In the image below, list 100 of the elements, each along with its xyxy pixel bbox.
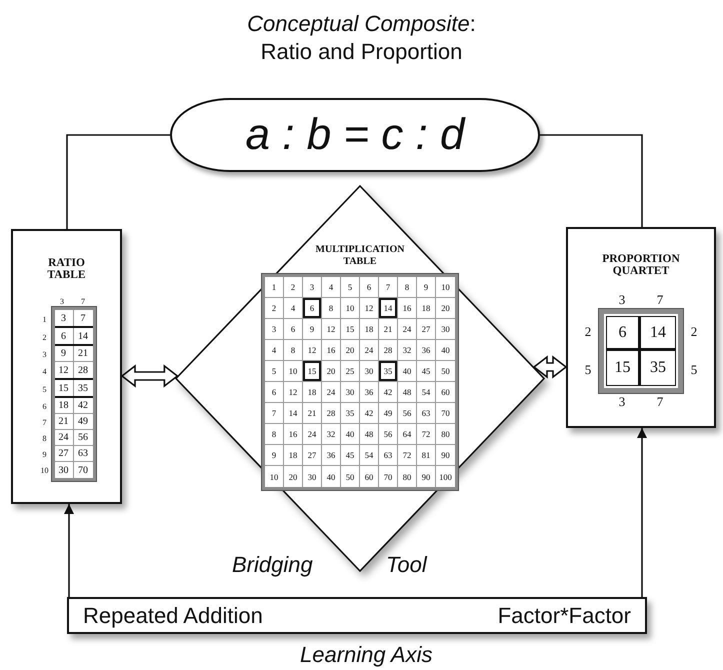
table-cell: 30 [341,382,360,403]
table-cell: 2 [284,277,303,298]
table-cell: 32 [322,424,341,445]
table-cell: 7 [265,403,284,424]
table-cell: 81 [417,445,436,466]
table-cell: 12 [360,298,379,319]
row-header: 5 [584,361,592,379]
table-cell: 27 [417,319,436,340]
table-cell: 72 [398,445,417,466]
table-cell: 25 [341,361,360,382]
table-cell: 56 [74,430,92,446]
axis-label: Repeated Addition [83,602,263,628]
table-cell: 4 [322,277,341,298]
row-number: 8 [42,432,48,444]
table-cell: 4 [284,298,303,319]
double-block-arrow [532,355,568,379]
column-header: 7 [656,291,664,309]
table-cell: 21 [74,346,92,362]
table-cell: 6 [265,382,284,403]
table-cell: 18 [284,445,303,466]
connector-line [66,134,170,229]
table-cell: 12 [322,319,341,340]
row-number: 6 [42,400,48,412]
table-cell: 56 [398,403,417,424]
caption-text: Tool [386,552,427,578]
table-cell: 28 [379,340,398,361]
column-header: 7 [80,296,86,307]
table-cell: 24 [303,424,322,445]
table-cell: 18 [303,382,322,403]
row-number: 3 [42,348,48,360]
table-cell: 14 [641,317,675,351]
table-cell: 10 [284,361,303,382]
table-cell: 1 [265,277,284,298]
table-cell: 8 [265,424,284,445]
table-cell: 63 [74,446,92,462]
panel-heading: PROPORTION QUARTET [601,253,681,277]
axis-label: Factor*Factor [498,602,631,628]
panel-box [11,229,122,504]
table-cell: 35 [341,403,360,424]
table-heading: MULTIPLICATION TABLE [314,244,406,268]
column-header: 3 [59,296,65,307]
table-cell: 35 [379,361,398,382]
table-cell: 18 [360,319,379,340]
table-cell: 4 [265,340,284,361]
table-cell: 63 [417,403,436,424]
table-cell: 6 [360,277,379,298]
table-cell: 21 [54,414,74,430]
table-cell: 32 [398,340,417,361]
connector-line [540,134,643,227]
table-cell: 2 [265,298,284,319]
table-cell: 5 [265,361,284,382]
table-cell: 72 [417,424,436,445]
table-cell: 49 [379,403,398,424]
table-cell: 8 [322,298,341,319]
table-cell: 14 [379,298,398,319]
table-cell: 28 [322,403,341,424]
column-header: 3 [618,393,626,411]
row-number: 10 [40,464,50,476]
row-number: 4 [42,366,48,378]
table-cell: 6 [284,319,303,340]
axis-bar [67,597,647,634]
table-cell: 6 [607,317,641,351]
table-cell: 27 [54,446,74,462]
table-cell: 18 [54,398,74,414]
panel-heading: RATIO TABLE [46,257,87,281]
table-cell: 24 [322,382,341,403]
caption-text: Learning Axis [300,642,432,668]
caption-text: Bridging [232,552,313,578]
terminal-shape [170,98,540,172]
table-cell: 36 [360,382,379,403]
row-number: 9 [42,448,48,460]
table-cell: 16 [322,340,341,361]
column-header: 7 [656,393,664,411]
table-cell: 48 [360,424,379,445]
table-cell: 42 [379,382,398,403]
table-cell: 56 [379,424,398,445]
table-cell-text: 35 [649,358,667,378]
table-cell: 16 [284,424,303,445]
row-number: 7 [42,416,48,428]
table-cell: 16 [398,298,417,319]
table-cell: 8 [284,340,303,361]
table-cell: 12 [303,340,322,361]
table-cell: 54 [417,382,436,403]
table-cell: 8 [398,277,417,298]
table-cell: 6 [303,298,322,319]
row-number: 2 [42,332,48,344]
table-cell: 7 [379,277,398,298]
table-cell: 54 [360,445,379,466]
table-cell: 63 [379,445,398,466]
table-cell: 20 [341,340,360,361]
table-cell: 45 [417,361,436,382]
column-header: 3 [618,291,626,309]
table-cell: 15 [303,361,322,382]
arrow [64,504,74,597]
diagram-title: Conceptual Composite: Ratio and Proportion [246,10,477,66]
table-cell: 15 [341,319,360,340]
table-cell: 3 [303,277,322,298]
table-cell: 15 [607,351,641,385]
table-cell: 9 [54,346,74,362]
row-header: 2 [690,323,698,341]
